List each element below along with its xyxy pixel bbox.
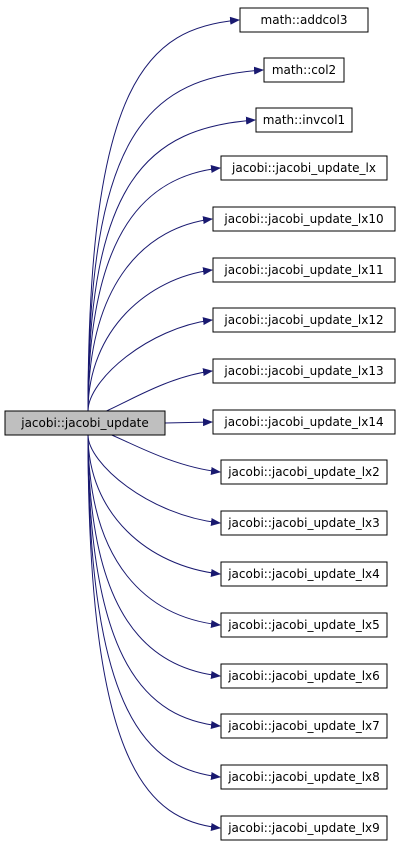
call-nodes: jacobi::jacobi_update math::addcol3math:…: [4, 7, 396, 841]
node-box-lx6: [220, 663, 388, 689]
node-box-lx13: [212, 358, 396, 384]
node-box-lx11: [212, 257, 396, 283]
node-lx7[interactable]: jacobi::jacobi_update_lx7: [220, 713, 388, 739]
edge-to-lx: [87, 165, 221, 412]
edge-to-col2: [87, 66, 264, 412]
node-lx12[interactable]: jacobi::jacobi_update_lx12: [212, 307, 396, 333]
node-box-lx10: [212, 206, 396, 232]
node-lx4[interactable]: jacobi::jacobi_update_lx4: [220, 561, 388, 587]
node-addcol3[interactable]: math::addcol3: [239, 7, 369, 33]
node-box-addcol3: [239, 7, 369, 33]
node-lx9[interactable]: jacobi::jacobi_update_lx9: [220, 815, 388, 841]
node-label-lx10: jacobi::jacobi_update_lx10: [223, 212, 383, 226]
edge-to-lx14: [164, 418, 213, 427]
edge-to-lx9: [87, 434, 221, 831]
node-lx2[interactable]: jacobi::jacobi_update_lx2: [220, 459, 388, 485]
edge-to-lx13: [87, 368, 213, 417]
node-label-lx9: jacobi::jacobi_update_lx9: [227, 821, 380, 835]
node-box-lx14: [212, 409, 396, 435]
node-lx3[interactable]: jacobi::jacobi_update_lx3: [220, 510, 388, 536]
node-label-lx5: jacobi::jacobi_update_lx5: [227, 618, 380, 632]
node-box-invcol1: [255, 107, 353, 133]
node-lx6[interactable]: jacobi::jacobi_update_lx6: [220, 663, 388, 689]
edge-to-addcol3: [87, 16, 240, 412]
edge-to-lx3: [87, 434, 221, 526]
node-lx[interactable]: jacobi::jacobi_update_lx: [220, 155, 388, 181]
edge-to-lx12: [87, 317, 213, 412]
node-label-lx2: jacobi::jacobi_update_lx2: [227, 465, 380, 479]
edge-to-invcol1: [87, 116, 256, 412]
node-box-lx5: [220, 612, 388, 638]
node-lx13[interactable]: jacobi::jacobi_update_lx13: [212, 358, 396, 384]
node-lx8[interactable]: jacobi::jacobi_update_lx8: [220, 764, 388, 790]
call-edges: [87, 16, 264, 831]
node-box-lx7: [220, 713, 388, 739]
node-label-lx6: jacobi::jacobi_update_lx6: [227, 669, 380, 683]
node-label-lx14: jacobi::jacobi_update_lx14: [223, 415, 383, 429]
node-lx14[interactable]: jacobi::jacobi_update_lx14: [212, 409, 396, 435]
node-invcol1[interactable]: math::invcol1: [255, 107, 353, 133]
node-box-col2: [263, 57, 345, 83]
node-lx5[interactable]: jacobi::jacobi_update_lx5: [220, 612, 388, 638]
edge-to-lx8: [87, 434, 221, 780]
node-label-lx7: jacobi::jacobi_update_lx7: [227, 719, 380, 733]
node-label-lx3: jacobi::jacobi_update_lx3: [227, 516, 380, 530]
node-label-lx: jacobi::jacobi_update_lx: [231, 161, 376, 175]
node-label-col2: math::col2: [272, 63, 336, 77]
root-node-box: [4, 410, 166, 436]
edge-to-lx7: [87, 434, 221, 729]
node-label-lx8: jacobi::jacobi_update_lx8: [227, 770, 380, 784]
node-label-addcol3: math::addcol3: [261, 13, 348, 27]
node-box-lx9: [220, 815, 388, 841]
node-box-lx2: [220, 459, 388, 485]
edge-to-lx5: [87, 434, 221, 628]
node-box-lx8: [220, 764, 388, 790]
node-lx10[interactable]: jacobi::jacobi_update_lx10: [212, 206, 396, 232]
node-label-lx13: jacobi::jacobi_update_lx13: [223, 364, 383, 378]
root-node-jacobi-update[interactable]: jacobi::jacobi_update: [4, 410, 166, 436]
node-label-lx11: jacobi::jacobi_update_lx11: [223, 263, 383, 277]
node-label-invcol1: math::invcol1: [263, 113, 345, 127]
node-box-lx: [220, 155, 388, 181]
node-box-lx4: [220, 561, 388, 587]
node-label-lx4: jacobi::jacobi_update_lx4: [227, 567, 380, 581]
node-label-lx12: jacobi::jacobi_update_lx12: [223, 313, 383, 327]
edge-to-lx6: [87, 434, 221, 679]
edge-to-lx11: [87, 267, 213, 412]
node-col2[interactable]: math::col2: [263, 57, 345, 83]
root-node-label: jacobi::jacobi_update: [20, 416, 149, 430]
edge-to-lx10: [87, 216, 213, 412]
node-box-lx3: [220, 510, 388, 536]
edge-to-lx2: [87, 428, 221, 475]
node-box-lx12: [212, 307, 396, 333]
edge-to-lx4: [87, 434, 221, 577]
node-lx11[interactable]: jacobi::jacobi_update_lx11: [212, 257, 396, 283]
